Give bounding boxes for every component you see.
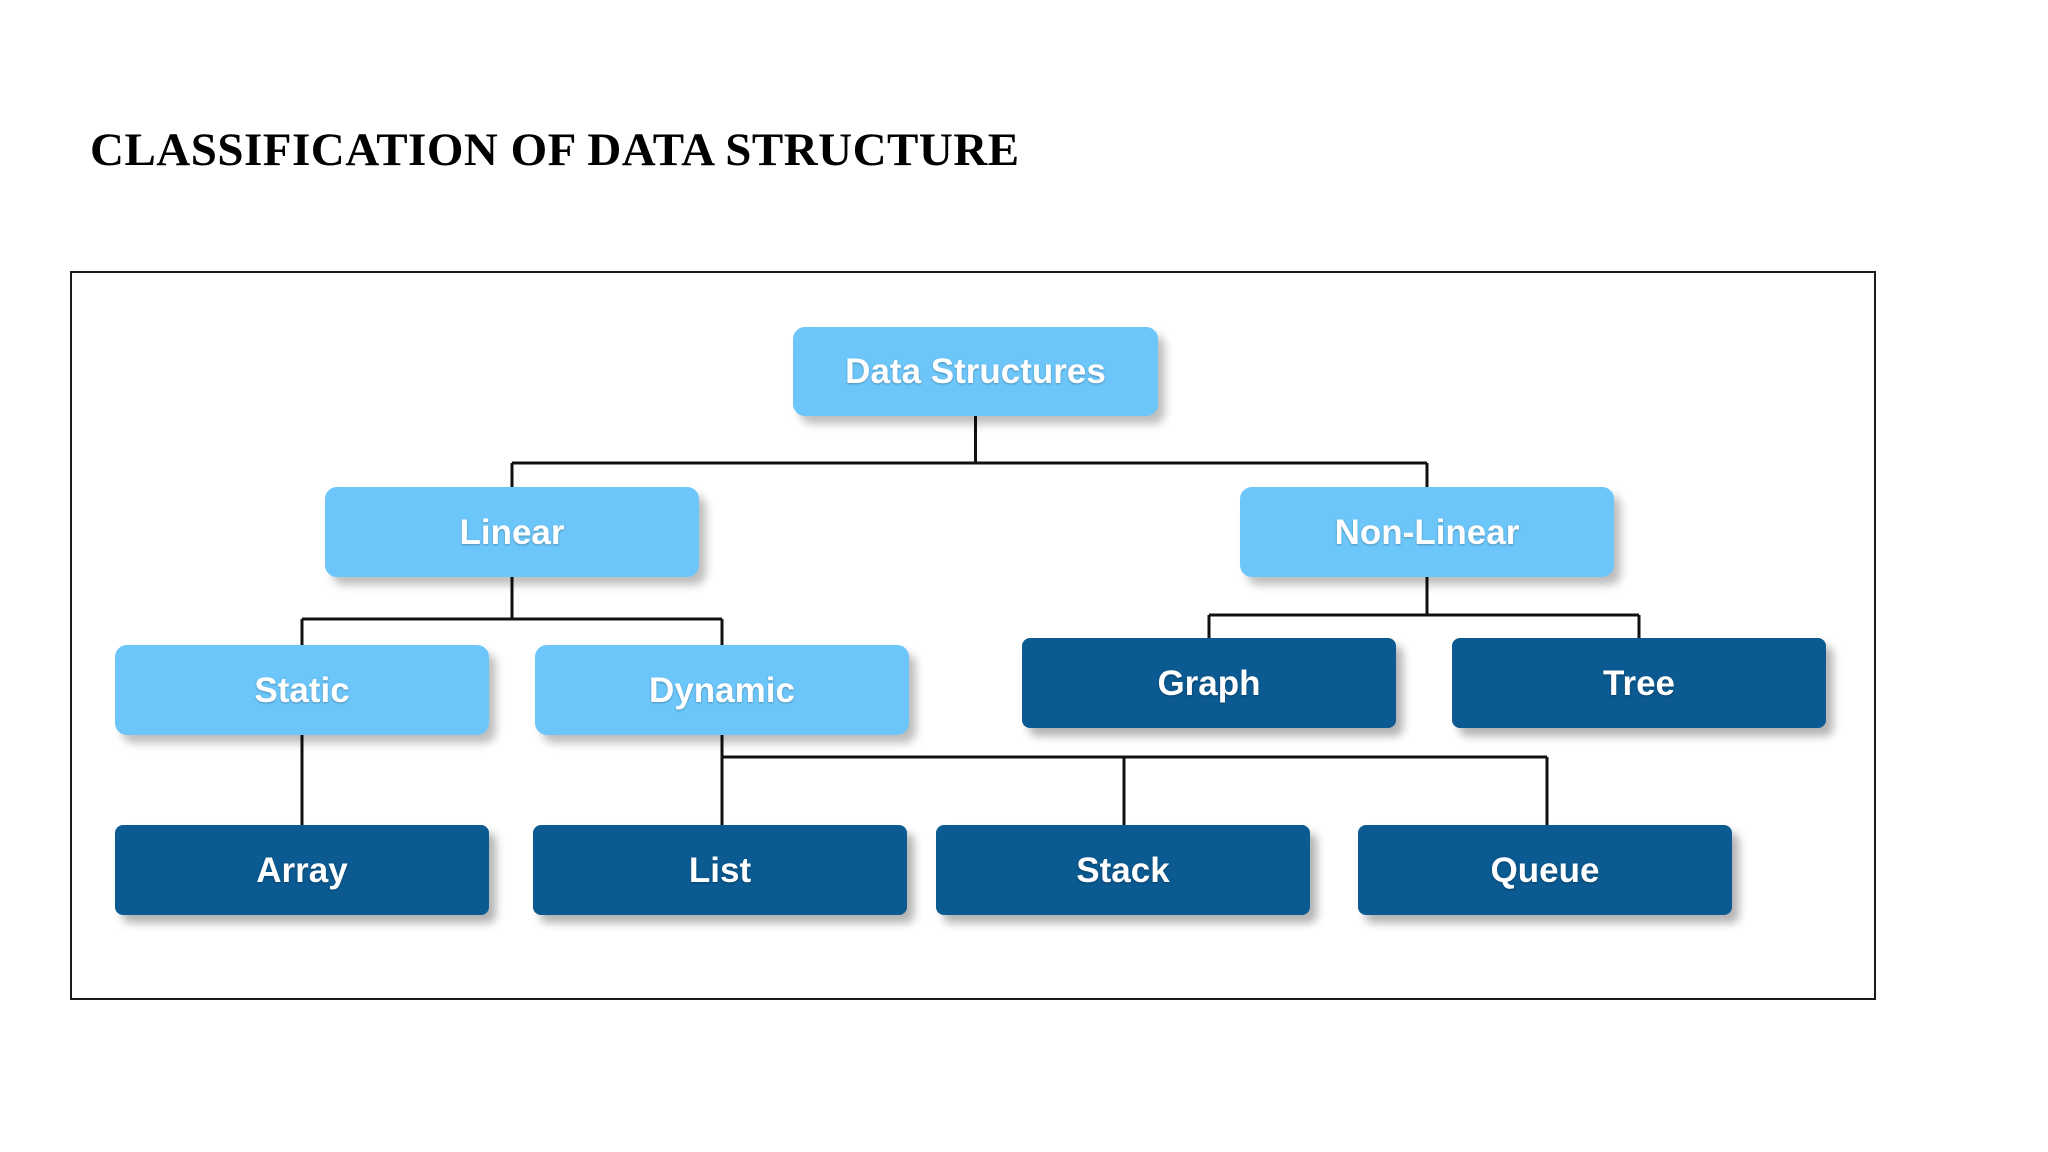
node-label-stack: Stack: [1076, 850, 1170, 890]
node-label-linear: Linear: [459, 512, 565, 552]
node-label-static: Static: [254, 670, 350, 710]
node-list[interactable]: List: [533, 825, 907, 915]
node-stack[interactable]: Stack: [936, 825, 1310, 915]
node-dynamic[interactable]: Dynamic: [535, 645, 909, 735]
node-linear[interactable]: Linear: [325, 487, 699, 577]
node-static[interactable]: Static: [115, 645, 489, 735]
node-label-data-structures: Data Structures: [845, 352, 1106, 391]
node-label-array: Array: [256, 850, 348, 890]
node-label-list: List: [688, 850, 752, 890]
page-title: CLASSIFICATION OF DATA STRUCTURE: [90, 124, 1020, 176]
node-array[interactable]: Array: [115, 825, 489, 915]
node-data-structures[interactable]: Data Structures: [793, 327, 1158, 416]
node-label-tree: Tree: [1603, 663, 1675, 703]
node-label-dynamic: Dynamic: [649, 670, 795, 710]
node-label-non-linear: Non-Linear: [1334, 512, 1520, 552]
node-queue[interactable]: Queue: [1358, 825, 1732, 915]
node-label-queue: Queue: [1490, 850, 1600, 890]
node-tree[interactable]: Tree: [1452, 638, 1826, 728]
node-label-graph: Graph: [1157, 663, 1261, 703]
node-non-linear[interactable]: Non-Linear: [1240, 487, 1614, 577]
node-graph[interactable]: Graph: [1022, 638, 1396, 728]
